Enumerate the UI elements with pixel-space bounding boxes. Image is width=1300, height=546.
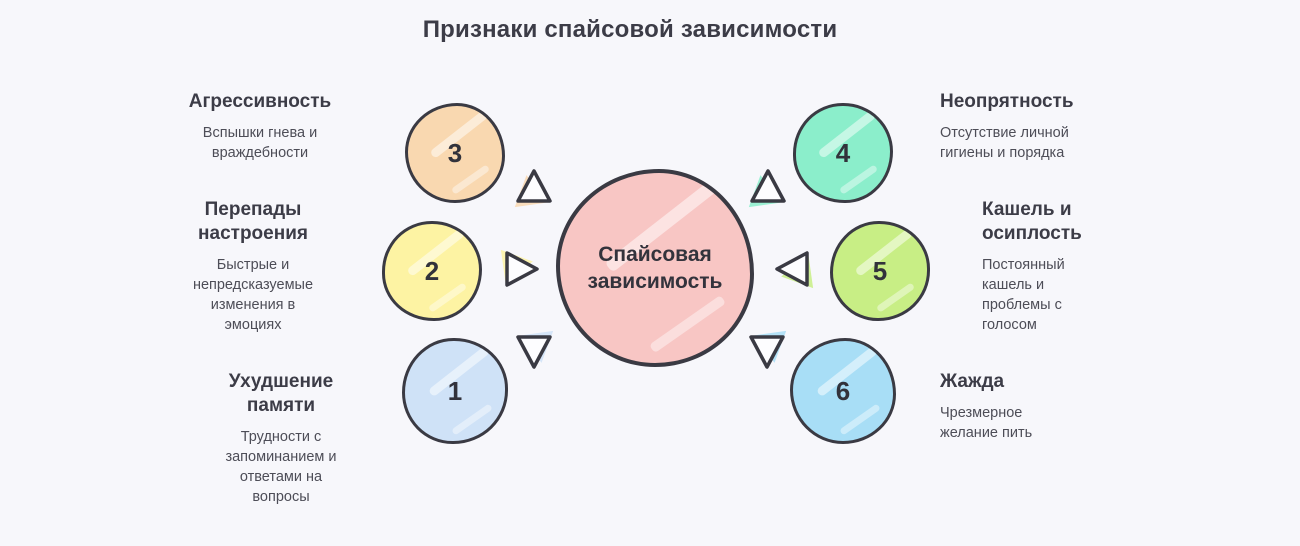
item-label-block-2: Перепады настроения Быстрые и непредсказ… bbox=[153, 198, 353, 335]
center-circle: Спайсовая зависимость bbox=[556, 169, 754, 367]
item-label-block-4: Неопрятность Отсутствие личной гигиены и… bbox=[940, 90, 1140, 163]
arrow-up-icon bbox=[514, 169, 552, 208]
item-circle-3: 3 bbox=[405, 103, 505, 203]
item-description-6: Чрезмерное желание пить bbox=[940, 404, 1033, 441]
item-label-block-6: Жажда Чрезмерное желание пить bbox=[940, 370, 1140, 443]
item-description-3: Вспышки гнева и враждебности bbox=[202, 124, 318, 161]
item-number-6: 6 bbox=[835, 375, 851, 406]
item-number-2: 2 bbox=[424, 255, 440, 286]
item-description-2: Быстрые и непредсказуемые изменения в эм… bbox=[192, 256, 314, 333]
item-heading-5: Кашель и осиплость bbox=[982, 199, 1082, 244]
item-heading-4: Неопрятность bbox=[940, 91, 1074, 112]
item-heading-3: Агрессивность bbox=[188, 91, 332, 112]
center-label: Спайсовая зависимость bbox=[587, 242, 723, 293]
item-circle-1: 1 bbox=[402, 338, 508, 444]
item-label-block-1: Ухудшение памяти Трудности с запоминание… bbox=[170, 370, 392, 507]
item-circle-5: 5 bbox=[830, 221, 930, 321]
arrow-up-icon bbox=[748, 169, 786, 208]
item-label-block-3: Агрессивность Вспышки гнева и враждебнос… bbox=[150, 90, 370, 163]
page-title: Признаки спайсовой зависимости bbox=[422, 16, 838, 43]
item-circle-4: 4 bbox=[793, 103, 893, 203]
item-number-4: 4 bbox=[835, 137, 851, 168]
item-circle-2: 2 bbox=[382, 221, 482, 321]
item-number-1: 1 bbox=[447, 375, 463, 406]
arrow-right-icon bbox=[500, 249, 539, 287]
arrow-down-icon bbox=[516, 330, 554, 369]
item-heading-2: Перепады настроения bbox=[198, 199, 308, 244]
item-heading-6: Жажда bbox=[940, 371, 1005, 392]
item-circle-6: 6 bbox=[790, 338, 896, 444]
arrow-down-icon bbox=[749, 330, 787, 369]
arrow-left-icon bbox=[775, 251, 814, 289]
item-description-4: Отсутствие личной гигиены и порядка bbox=[940, 124, 1069, 161]
item-description-1: Трудности с запоминанием и ответами на в… bbox=[225, 428, 337, 505]
item-heading-1: Ухудшение памяти bbox=[228, 371, 334, 416]
item-number-5: 5 bbox=[872, 255, 888, 286]
item-label-block-5: Кашель и осиплость Постоянный кашель и п… bbox=[982, 198, 1162, 335]
item-description-5: Постоянный кашель и проблемы с голосом bbox=[982, 256, 1065, 333]
item-number-3: 3 bbox=[447, 137, 463, 168]
